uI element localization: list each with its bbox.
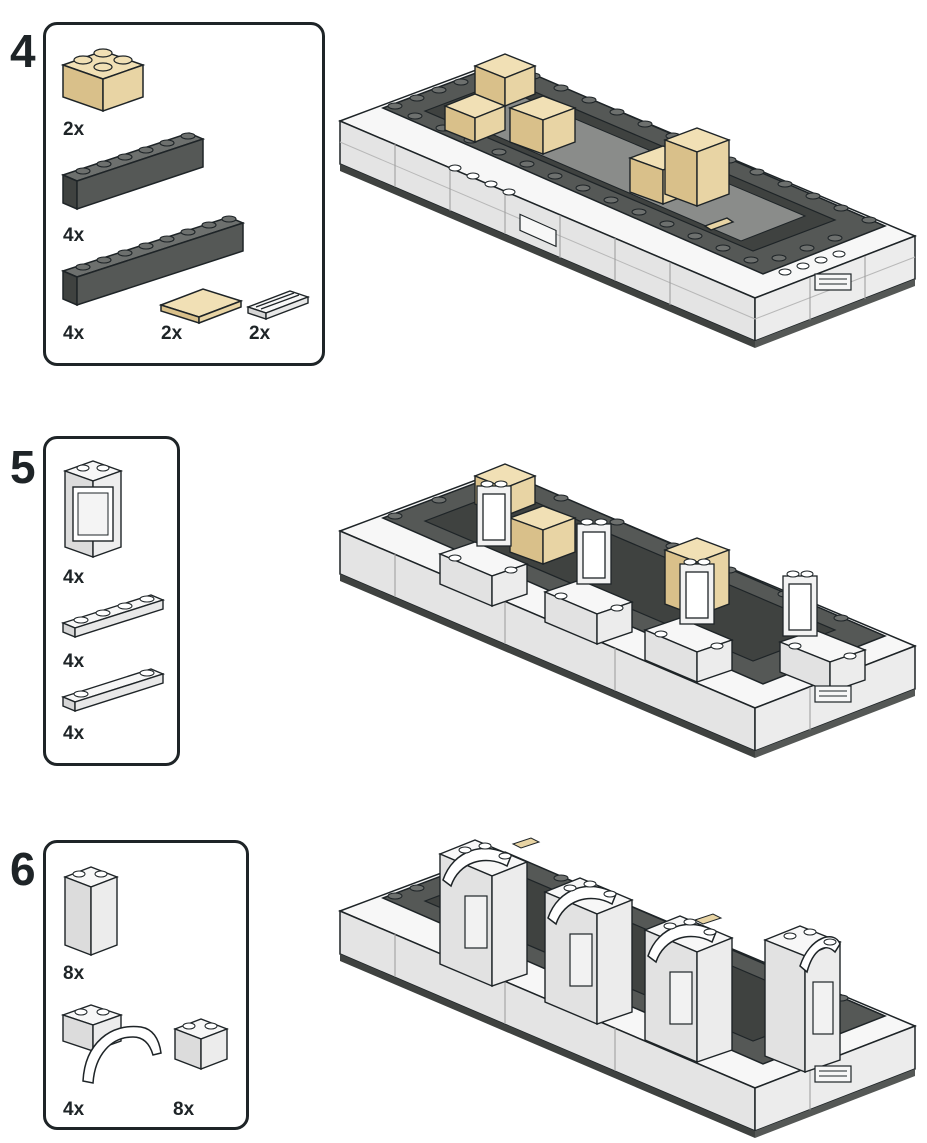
tan-2x2-tile-icon	[158, 283, 244, 325]
tan-2x2-brick-icon	[60, 43, 147, 113]
step-number: 5	[10, 441, 36, 493]
part-quantity: 4x	[63, 323, 85, 344]
part-quantity: 2x	[161, 323, 183, 344]
white-1x4-jumper-tile-icon	[60, 663, 166, 715]
white-grille-tile-icon	[245, 287, 311, 321]
part-quantity: 2x	[63, 119, 85, 140]
model-assembly	[335, 446, 920, 758]
model-assembly	[335, 36, 920, 348]
part-quantity: 8x	[63, 963, 85, 984]
part-quantity: 4x	[63, 1099, 85, 1120]
white-1x4-plate-icon	[60, 589, 166, 641]
part-quantity: 4x	[63, 723, 85, 744]
white-1x2-brick-icon	[171, 1011, 233, 1073]
step-5: 5 4x	[0, 430, 927, 770]
part-quantity: 2x	[249, 323, 271, 344]
step-number: 6	[10, 843, 36, 895]
white-arch-icon	[60, 993, 165, 1085]
part-quantity: 4x	[63, 651, 85, 672]
step-4: 4 2x	[0, 0, 927, 370]
parts-callout: 4x 4x 4x	[43, 436, 180, 766]
step-6: 6 8x 4x	[0, 826, 927, 1138]
part-quantity: 4x	[63, 567, 85, 588]
dark-gray-1x8-brick-icon	[60, 203, 246, 313]
part-quantity: 8x	[173, 1099, 195, 1120]
step-number: 4	[10, 25, 36, 77]
parts-callout: 8x 4x 8x	[43, 840, 249, 1130]
white-window-frame-icon	[61, 453, 127, 563]
parts-callout: 2x 4x	[43, 22, 325, 366]
white-1x2x2-brick-icon	[61, 859, 123, 959]
part-quantity: 4x	[63, 225, 85, 246]
dark-gray-1x6-brick-icon	[60, 123, 206, 211]
model-assembly	[335, 826, 920, 1138]
